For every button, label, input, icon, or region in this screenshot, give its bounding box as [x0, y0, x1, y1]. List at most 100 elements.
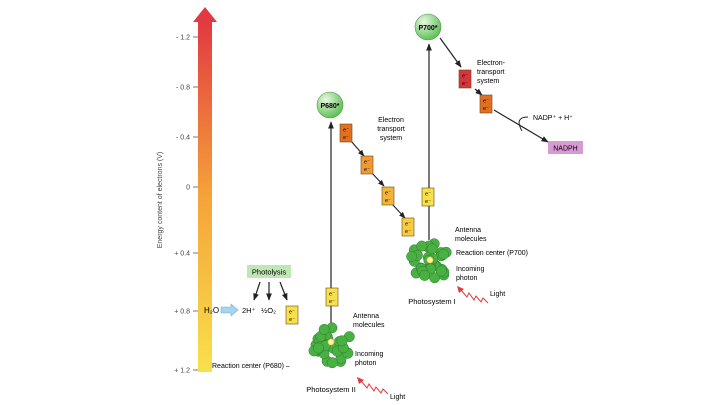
ps1-reaction-center-label: Reaction center (P700) [456, 250, 528, 257]
axis-tick-label: - 0.8 [176, 85, 190, 92]
electron-label: e⁻ [405, 222, 411, 228]
electron-pair-box: e⁻e⁻ [360, 155, 374, 175]
axis-tick-label: + 0.4 [174, 251, 190, 258]
etc1-label-3: system [380, 135, 402, 142]
electron-label: e⁻ [405, 229, 411, 235]
electron-box-rect [479, 94, 493, 114]
antenna-molecule [426, 243, 438, 255]
water-arrow [220, 303, 239, 317]
chain-arrow-3 [391, 203, 406, 219]
ps2-antenna-label-2: molecules [353, 322, 385, 329]
antenna-molecule [438, 248, 449, 260]
electron-label: e⁻ [385, 198, 391, 204]
photolysis-label: Photolysis [252, 268, 286, 277]
ps1-antenna-label-1: Antenna [455, 227, 481, 234]
nadp-input-curve [518, 116, 529, 132]
ps1-title: Photosystem I [408, 297, 456, 306]
p700-to-etc2-arrow [439, 37, 462, 68]
electron-pair-box: e⁻e⁻ [401, 217, 415, 237]
electron-box-rect [339, 123, 353, 143]
antenna-molecule [336, 335, 348, 347]
electron-label: e⁻ [462, 81, 468, 87]
antenna-molecule [312, 342, 324, 354]
electron-label: e⁻ [425, 199, 431, 205]
electron-box-rect [381, 186, 395, 206]
axis-tick-label: 0 [186, 185, 190, 192]
axis-tick-label: - 1.2 [176, 35, 190, 42]
electron-label: e⁻ [462, 74, 468, 80]
electron-transport-chain-2: Electron- transport system NADP⁺ + H⁺ NA… [439, 37, 583, 154]
ps2-reaction-center-label: Reaction center (P680) – [212, 363, 290, 370]
electron-box-rect [360, 155, 374, 175]
ps2-light-label: Light [390, 394, 405, 401]
ps1-antenna-label-2: molecules [455, 236, 487, 243]
chain-arrow-2 [370, 171, 385, 187]
photosystem-i: P700* Antenna molecules Reaction center … [406, 13, 528, 306]
electron-label: e⁻ [329, 292, 335, 298]
ps2-light-arrowhead [357, 377, 364, 384]
electron-label: e⁻ [483, 99, 489, 105]
etc2-label-3: system [477, 78, 499, 85]
electron-pair-box: e⁻e⁻ [339, 123, 353, 143]
photolysis-box [247, 265, 291, 278]
electron-pair-box: e⁻e⁻ [285, 305, 299, 325]
etc2-label-1: Electron- [477, 60, 506, 67]
etc1-label-1: Electron [378, 117, 404, 124]
antenna-molecule [416, 240, 428, 252]
ps1-light-label: Light [490, 291, 505, 298]
ps2-antenna-cluster [308, 322, 355, 369]
antenna-molecule [406, 251, 418, 262]
p700-label: P700* [418, 25, 437, 32]
electron-pair-box: e⁻e⁻ [421, 187, 435, 207]
electron-label: e⁻ [483, 106, 489, 112]
ps2-title: Photosystem II [306, 385, 356, 394]
axis-tick-label: + 1.2 [174, 368, 190, 375]
chain-arrows [350, 140, 406, 219]
electron-label: e⁻ [425, 192, 431, 198]
electron-label: e⁻ [329, 299, 335, 305]
electron-pair-box: e⁻e⁻ [381, 186, 395, 206]
ps1-light-arrowhead [457, 286, 464, 293]
chain-arrow-1 [350, 140, 365, 157]
oxygen-label: ½O₂ [261, 306, 276, 315]
nadph-box [548, 141, 583, 154]
reaction-center-dot [327, 338, 335, 346]
electron-pair-box: e⁻e⁻ [458, 69, 472, 89]
electron-box-rect [401, 217, 415, 237]
etc2-label-2: transport [477, 69, 505, 76]
to-nadph-arrow [493, 109, 549, 143]
etc2-step-arrow [474, 88, 483, 96]
electron-carriers: e⁻e⁻e⁻e⁻e⁻e⁻e⁻e⁻e⁻e⁻e⁻e⁻e⁻e⁻e⁻e⁻e⁻e⁻ [285, 69, 493, 325]
proton-label: 2H⁺ [242, 306, 256, 315]
energy-axis: Energy content of electrons (V) - 1.2 - 0… [157, 7, 217, 375]
electron-box-rect [285, 305, 299, 325]
water-label: H₂O [204, 306, 219, 315]
antenna-molecule [419, 269, 431, 281]
p700-sphere [414, 13, 442, 41]
photolysis-arrow-3 [279, 281, 288, 301]
ps2-light-zigzag [360, 380, 389, 395]
energy-arrowhead [193, 7, 217, 22]
electron-pair-box: e⁻e⁻ [479, 94, 493, 114]
photosystem-ii: P680* Antenna molecules Reaction center … [212, 91, 405, 401]
ps2-photon-label-2: photon [355, 360, 377, 367]
ps1-light-zigzag [460, 289, 489, 304]
electron-box-rect [325, 287, 339, 307]
electron-label: e⁻ [289, 310, 295, 316]
electron-label: e⁻ [343, 128, 349, 134]
ps1-antenna-cluster [406, 238, 452, 284]
antenna-molecule [326, 357, 338, 369]
ps2-antenna-label-1: Antenna [353, 313, 379, 320]
energy-axis-label: Energy content of electrons (V) [157, 152, 164, 249]
ps1-photon-label-1: Incoming [456, 266, 485, 273]
axis-ticks: - 1.2- 0.8- 0.40+ 0.4+ 0.8+ 1.2 [174, 35, 198, 375]
electron-label: e⁻ [343, 135, 349, 141]
electron-label: e⁻ [364, 160, 370, 166]
reaction-center-dot [426, 256, 434, 264]
axis-tick-label: - 0.4 [176, 135, 190, 142]
ps1-photon-label-2: photon [456, 275, 478, 282]
antenna-molecule [318, 323, 330, 335]
photolysis-group: Photolysis H₂O 2H⁺ ½O₂ [204, 265, 291, 317]
p680-sphere [316, 91, 344, 119]
